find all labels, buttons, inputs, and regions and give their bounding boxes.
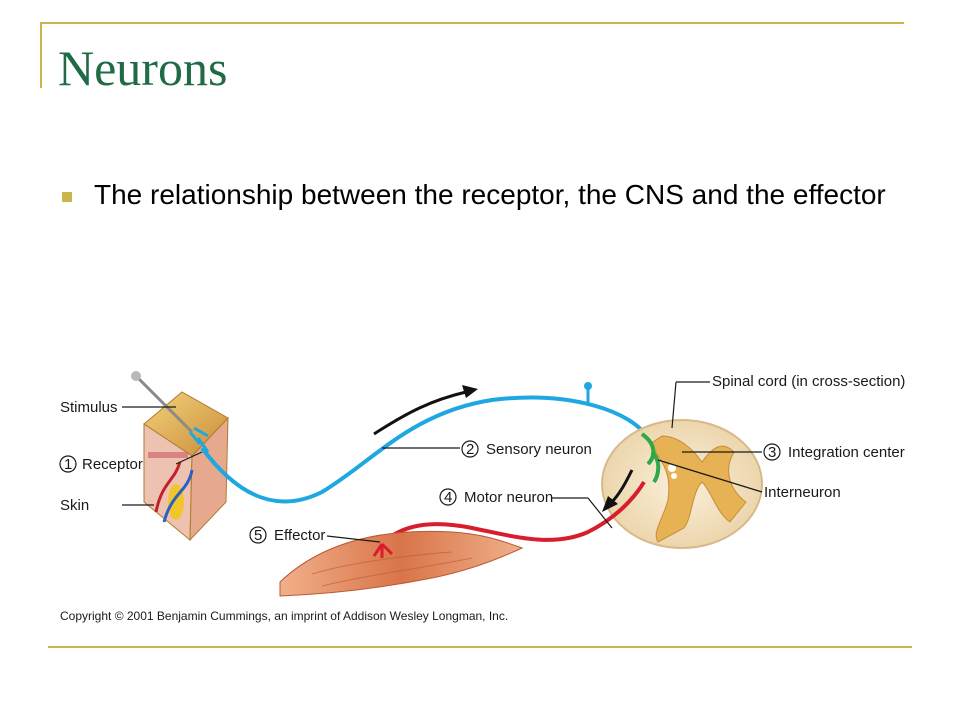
reflex-arc-figure: Stimulus 1 Receptor Skin 2 Sensory neuro… (52, 352, 912, 632)
number-sensory-neuron: 2 (466, 441, 474, 458)
reflex-arc-diagram: Stimulus 1 Receptor Skin 2 Sensory neuro… (59, 371, 905, 623)
sensory-neuron-path (200, 395, 650, 504)
leader-lines (122, 381, 763, 543)
number-badge-motor (439, 488, 457, 506)
interneuron-path (640, 432, 661, 484)
number-receptor: 1 (64, 456, 72, 473)
label-receptor: Receptor (82, 456, 143, 473)
number-badge-sensory (461, 440, 479, 458)
label-integration-center: Integration center (788, 444, 905, 461)
copyright-text: Copyright © 2001 Benjamin Cummings, an i… (60, 609, 508, 623)
number-effector: 5 (254, 527, 262, 544)
label-spinal-cord: Spinal cord (in cross-section) (712, 373, 905, 390)
label-effector: Effector (274, 527, 325, 544)
number-motor-neuron: 4 (444, 489, 452, 506)
label-interneuron: Interneuron (764, 484, 841, 501)
number-integration-center: 3 (768, 444, 776, 461)
label-skin: Skin (60, 497, 89, 514)
motor-end-plates (372, 542, 394, 558)
afferent-arrow-icon (373, 385, 478, 436)
effector-muscle (279, 530, 524, 597)
label-motor-neuron: Motor neuron (464, 489, 553, 506)
slide-title: Neurons (58, 40, 228, 96)
frame-left-rule (40, 22, 42, 88)
bullet-text: The relationship between the receptor, t… (94, 179, 886, 210)
number-badge-integration (763, 443, 781, 461)
frame-bottom-rule (48, 646, 912, 648)
stimulus-pin (131, 371, 194, 434)
frame-top-rule (40, 22, 904, 24)
efferent-arrow-icon (602, 469, 634, 512)
receptor-endings (188, 426, 210, 453)
sensory-ganglion-body (584, 382, 592, 390)
number-badge-effector (249, 526, 267, 544)
label-stimulus: Stimulus (60, 399, 118, 416)
motor-neuron-path (380, 480, 646, 546)
bullet-square-icon (62, 192, 72, 202)
label-sensory-neuron: Sensory neuron (486, 441, 592, 458)
skin-block (143, 391, 229, 542)
number-badge-receptor (59, 455, 77, 473)
